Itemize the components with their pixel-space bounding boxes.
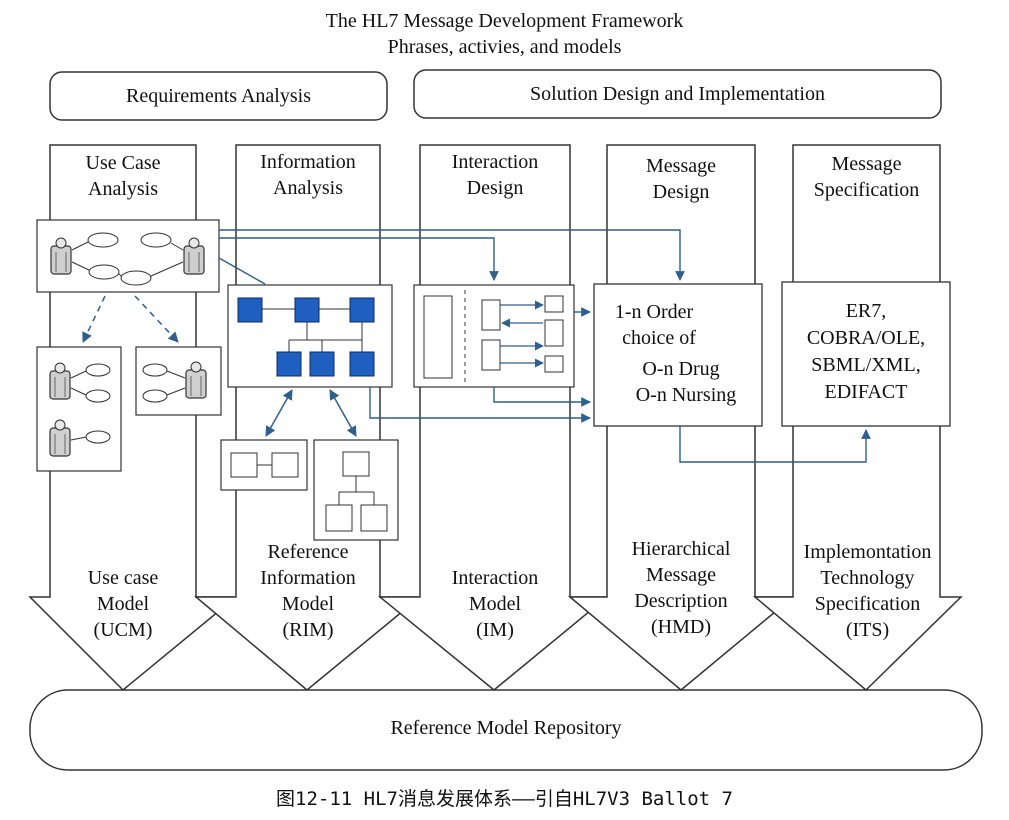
rim-sub-diagram-right [313,439,399,541]
column-heading-message-design: Message Design [646,155,716,203]
message-design-line1: 1-n Order [614,301,694,323]
message-design-box [593,283,763,427]
rim-link-arrow-right [329,389,357,437]
connector-usecase-to-rim [218,257,266,285]
interaction-diagram [413,284,575,388]
rim-link-arrow-left [265,389,293,437]
rim-sub-diagram-left [220,439,308,491]
model-label-its: Implemontation Technology Specification … [803,541,932,641]
message-design-line2: choice of [622,327,696,349]
repository-box [29,689,983,771]
use-case-sub-left [36,346,122,472]
message-design-line3: O-n Drug [642,358,720,380]
phase-requirements-label: Requirements Analysis [126,85,311,107]
diagram-title: The HL7 Message Development Framework [325,10,684,32]
spec-line1: ER7, [845,300,887,322]
spec-line3: SBML/XML, [811,354,921,376]
model-label-ucm: Use case Model (UCM) [87,567,159,641]
connector-interaction-to-message [493,387,591,407]
use-case-diagram-main [36,219,220,293]
phase-solution-label: Solution Design and Implementation [530,83,825,105]
repository-label: Reference Model Repository [390,717,622,739]
connector-usecase-to-message [219,229,685,281]
model-label-im: Interaction Model (IM) [451,567,539,641]
figure-caption: 图12-11 HL7消息发展体系——引自HL7V3 Ballot 7 [276,788,733,810]
connector-usecase-to-interaction [219,237,499,281]
phase-solution-box [413,69,942,119]
spec-line2: COBRA/OLE, [806,327,926,349]
message-spec-box [781,281,951,427]
connector-rim-to-message [369,387,591,423]
column-heading-interaction: Interaction Design [451,151,539,199]
column-heading-message-spec: Message Specification [813,153,920,201]
phase-requirements-box [49,71,388,121]
diagram-subtitle: Phrases, activies, and models [387,36,622,58]
dashed-arrow-left [82,295,106,343]
rim-class-diagram [227,284,393,388]
spec-line4: EDIFACT [824,381,908,403]
column-heading-use-case: Use Case Analysis [85,152,161,200]
column-heading-information: Information Analysis [260,151,356,199]
message-design-line4: O-n Nursing [635,384,737,406]
model-label-rim: Reference Information Model (RIM) [260,541,356,641]
use-case-sub-right [135,346,222,416]
column-arrow-information [193,144,423,691]
model-label-hmd: Hierarchical Message Description (HMD) [631,538,731,638]
connector-message-to-spec [679,426,871,463]
